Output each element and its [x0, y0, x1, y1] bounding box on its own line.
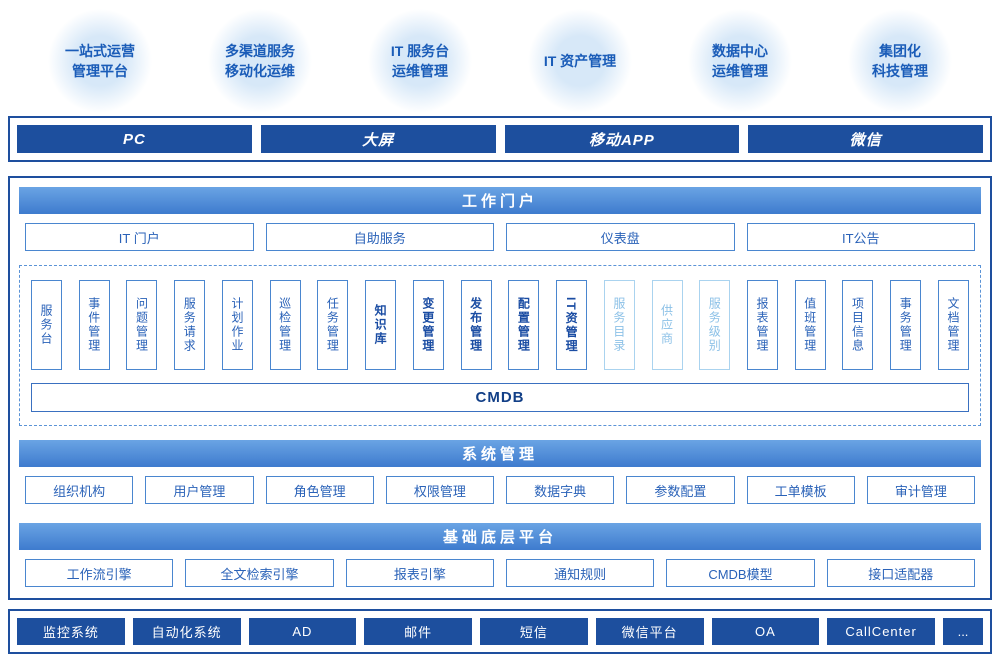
- module-incident-mgmt: 事件管理: [78, 280, 110, 370]
- integration-ad: AD: [248, 618, 357, 645]
- integration-email: 邮件: [364, 618, 472, 645]
- sys-item-ticket-template: 工单模板: [746, 476, 855, 504]
- channels-bar: PC 大屏 移动APP 微信: [8, 116, 992, 162]
- channel-mobile-app: 移动APP: [504, 125, 740, 153]
- module-label: 事务管理: [898, 297, 913, 353]
- module-label: 配置管理: [516, 297, 531, 353]
- scenario-bubble-servicedesk: IT 服务台 运维管理: [368, 9, 472, 113]
- module-label: 项目信息: [850, 297, 865, 353]
- base-item-notification-rules: 通知规则: [505, 559, 655, 587]
- channel-bigscreen: 大屏: [260, 125, 496, 153]
- module-change-mgmt: 变更管理: [412, 280, 444, 370]
- itsm-modules-section: 服务台 事件管理 问题管理 服务请求 计划作业 巡检管理 任务管理 知识库 变更…: [19, 265, 981, 426]
- module-task-mgmt: 任务管理: [317, 280, 349, 370]
- base-item-report-engine: 报表引擎: [345, 559, 494, 587]
- module-inspection-mgmt: 巡检管理: [269, 280, 301, 370]
- integration-oa: OA: [711, 618, 820, 645]
- integration-callcenter: CallCenter: [827, 618, 935, 645]
- platform-main-box: 工作门户 IT 门户 自助服务 仪表盘 IT公告 服务台 事件管理 问题管理 服…: [8, 176, 992, 600]
- scenario-bubble-multichannel: 多渠道服务 移动化运维: [208, 9, 312, 113]
- module-knowledge-base: 知识库: [365, 280, 397, 370]
- module-label: 巡检管理: [277, 297, 292, 353]
- base-item-fulltext-search-engine: 全文检索引擎: [185, 559, 334, 587]
- base-item-cmdb-model: CMDB模型: [666, 559, 815, 587]
- module-label: 计划作业: [229, 297, 244, 353]
- integration-more: ...: [943, 618, 983, 645]
- portal-item-self-service: 自助服务: [265, 223, 494, 251]
- module-release-mgmt: 发布管理: [460, 280, 492, 370]
- scenario-bubble-group-tech: 集团化 科技管理: [848, 9, 952, 113]
- module-label: 服务台: [39, 304, 53, 346]
- sys-item-permission-mgmt: 权限管理: [385, 476, 494, 504]
- module-label: 事件管理: [86, 297, 101, 353]
- module-label: 问题管理: [134, 297, 149, 353]
- module-service-catalog: 服务目录: [603, 280, 635, 370]
- integration-monitoring-system: 监控系统: [17, 618, 125, 645]
- integrations-bar: 监控系统 自动化系统 AD 邮件 短信 微信平台 OA CallCenter .…: [8, 609, 992, 654]
- module-label: 值班管理: [802, 297, 817, 353]
- system-management-items: 组织机构 用户管理 角色管理 权限管理 数据字典 参数配置 工单模板 审计管理: [25, 476, 975, 504]
- module-label: 发布管理: [468, 297, 483, 353]
- channel-pc: PC: [17, 125, 252, 153]
- scenario-bubbles-row: 一站式运营 管理平台 多渠道服务 移动化运维 IT 服务台 运维管理 IT 资产…: [0, 0, 1000, 116]
- portal-item-dashboard: 仪表盘: [506, 223, 735, 251]
- system-management-header: 系统管理: [19, 440, 981, 467]
- module-affairs-mgmt: 事务管理: [890, 280, 922, 370]
- base-item-interface-adapter: 接口适配器: [826, 559, 975, 587]
- work-portal-items: IT 门户 自助服务 仪表盘 IT公告: [25, 223, 975, 251]
- module-document-mgmt: 文档管理: [937, 280, 969, 370]
- sys-item-role-mgmt: 角色管理: [265, 476, 374, 504]
- channel-wechat: 微信: [748, 125, 983, 153]
- sys-item-audit-mgmt: 审计管理: [866, 476, 975, 504]
- module-label: 变更管理: [420, 297, 435, 353]
- module-label: 任务管理: [325, 297, 340, 353]
- portal-item-it-bulletin: IT公告: [746, 223, 975, 251]
- portal-item-it-portal: IT 门户: [25, 223, 254, 251]
- sys-item-parameter-config: 参数配置: [626, 476, 735, 504]
- integration-automation-system: 自动化系统: [132, 618, 241, 645]
- module-supplier: 供应商: [651, 280, 683, 370]
- module-label: 知识库: [373, 304, 388, 346]
- scenario-bubble-asset: IT 资产管理: [528, 9, 632, 113]
- module-service-desk: 服务台: [31, 280, 62, 370]
- integration-sms: 短信: [480, 618, 588, 645]
- scenario-bubble-datacenter: 数据中心 运维管理: [688, 9, 792, 113]
- module-project-info: 项目信息: [842, 280, 874, 370]
- module-it-asset-mgmt: IT资管理: [556, 280, 588, 370]
- sys-item-data-dictionary: 数据字典: [506, 476, 615, 504]
- itsm-modules-row: 服务台 事件管理 问题管理 服务请求 计划作业 巡检管理 任务管理 知识库 变更…: [31, 280, 969, 370]
- module-label: 文档管理: [945, 297, 960, 353]
- sys-item-user-mgmt: 用户管理: [145, 476, 254, 504]
- module-label: 供应商: [659, 304, 674, 346]
- module-report-mgmt: 报表管理: [747, 280, 779, 370]
- base-platform-header: 基础底层平台: [19, 523, 981, 550]
- module-label: IT资管理: [564, 296, 579, 354]
- module-config-mgmt: 配置管理: [508, 280, 540, 370]
- module-label: 服务请求: [182, 297, 197, 353]
- base-item-workflow-engine: 工作流引擎: [25, 559, 174, 587]
- module-label: 报表管理: [755, 297, 770, 353]
- scenario-bubble-onestop: 一站式运营 管理平台: [48, 9, 152, 113]
- sys-item-organization: 组织机构: [25, 476, 134, 504]
- integration-wechat-platform: 微信平台: [595, 618, 704, 645]
- module-problem-mgmt: 问题管理: [126, 280, 158, 370]
- cmdb-bar: CMDB: [31, 383, 969, 412]
- module-service-level: 服务级别: [699, 280, 731, 370]
- module-label: 服务级别: [707, 297, 722, 353]
- module-label: 服务目录: [611, 297, 626, 353]
- module-planned-jobs: 计划作业: [221, 280, 253, 370]
- module-service-request: 服务请求: [174, 280, 206, 370]
- module-duty-mgmt: 值班管理: [794, 280, 826, 370]
- base-platform-items: 工作流引擎 全文检索引擎 报表引擎 通知规则 CMDB模型 接口适配器: [25, 559, 975, 587]
- work-portal-header: 工作门户: [19, 187, 981, 214]
